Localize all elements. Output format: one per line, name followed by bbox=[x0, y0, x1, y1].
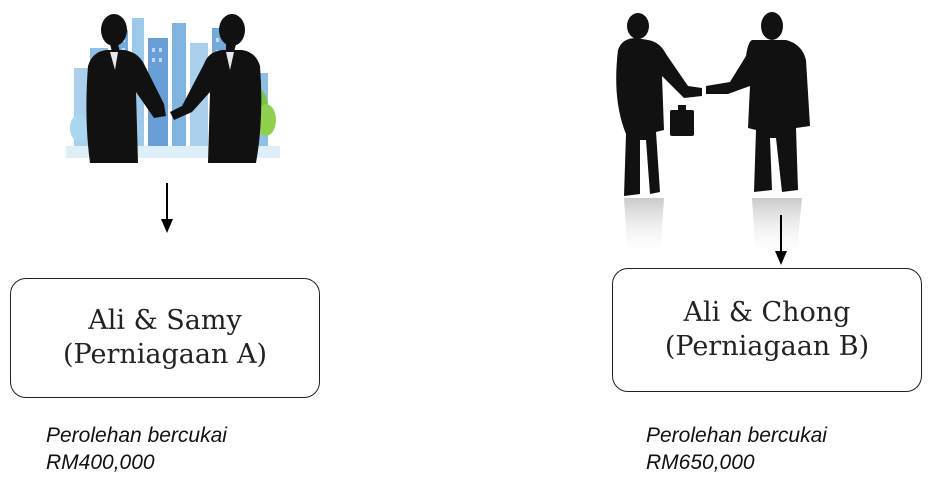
business-b-caption-label: Perolehan bercukai bbox=[646, 424, 827, 447]
handshake-silhouette-icon bbox=[616, 12, 810, 260]
down-arrow-icon bbox=[775, 215, 787, 265]
business-a-caption-label: Perolehan bercukai bbox=[46, 424, 227, 447]
business-b-caption: Perolehan bercukai RM650,000 bbox=[646, 422, 827, 476]
handshake-city-icon bbox=[66, 14, 280, 163]
down-arrow-icon bbox=[161, 183, 173, 233]
business-b-caption-amount: RM650,000 bbox=[646, 451, 755, 474]
business-b-box: Ali & Chong (Perniagaan B) bbox=[612, 268, 922, 392]
business-a-box: Ali & Samy (Perniagaan A) bbox=[10, 278, 320, 398]
business-b-name: (Perniagaan B) bbox=[664, 331, 870, 362]
business-b-partners: Ali & Chong bbox=[683, 297, 851, 329]
business-a-name: (Perniagaan A) bbox=[63, 339, 267, 370]
business-a-caption-amount: RM400,000 bbox=[46, 451, 155, 474]
business-a-partners: Ali & Samy bbox=[88, 305, 242, 337]
business-a-caption: Perolehan bercukai RM400,000 bbox=[46, 422, 227, 476]
